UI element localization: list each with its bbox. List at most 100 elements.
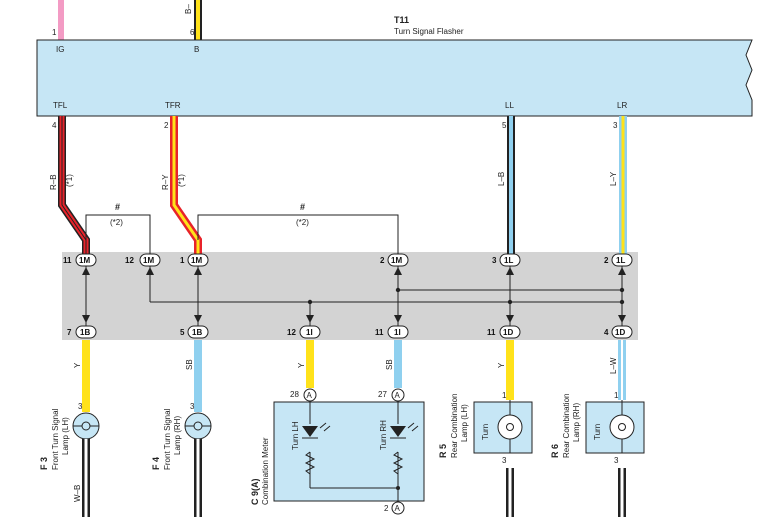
- svg-text:2: 2: [384, 504, 389, 513]
- svg-text:1: 1: [502, 391, 507, 400]
- flasher-pin-tfr: TFR: [165, 101, 181, 110]
- wire-y-1: [82, 340, 90, 412]
- conn-top-5: 3 1L: [492, 253, 521, 267]
- svg-text:3: 3: [502, 456, 507, 465]
- flasher-pin-1-num: 1: [52, 28, 57, 37]
- svg-text:2: 2: [604, 256, 609, 265]
- svg-text:1D: 1D: [503, 328, 513, 337]
- flasher-body: [36, 39, 753, 117]
- svg-text:1M: 1M: [191, 256, 202, 265]
- svg-text:3: 3: [78, 402, 83, 411]
- junction-nodes: [307, 287, 625, 305]
- wire-label-sb-2: SB: [385, 359, 394, 370]
- svg-text:1L: 1L: [504, 256, 513, 265]
- lamp-r5-line1: Rear Combination: [450, 394, 459, 458]
- svg-text:12: 12: [287, 328, 296, 337]
- flasher-pin-2-num: 2: [164, 121, 169, 130]
- ly-wire: [619, 116, 627, 256]
- jumper-right: [197, 214, 399, 256]
- conn-bottom-4: 11 1I: [375, 325, 409, 339]
- svg-text:3: 3: [492, 256, 497, 265]
- tfl-wire-label: R–B: [49, 174, 58, 190]
- svg-text:3: 3: [190, 402, 195, 411]
- svg-text:28: 28: [290, 390, 299, 399]
- tfr-wire-note: (*1): [177, 174, 186, 187]
- jumper-left-mark: #: [115, 202, 120, 212]
- tfl-wire-note: (*1): [65, 174, 74, 187]
- wire-sb-2: [394, 340, 402, 388]
- conn-top-4: 2 1M: [380, 253, 409, 267]
- conn-top-1: 11 1M: [63, 253, 97, 267]
- conn-bottom-2: 5 1B: [180, 325, 209, 339]
- combination-meter: 28 A 27 A 2 A: [273, 388, 425, 515]
- lamp-r6-label: Turn: [593, 424, 602, 440]
- svg-text:7: 7: [67, 328, 72, 337]
- svg-text:11: 11: [375, 328, 384, 337]
- svg-text:A: A: [395, 391, 401, 400]
- flasher-pin-ig: IG: [56, 45, 64, 54]
- rb-wire: [58, 116, 90, 256]
- svg-text:1: 1: [614, 391, 619, 400]
- flasher-pin-lr: LR: [617, 101, 627, 110]
- meter-label-lh: Turn LH: [291, 421, 300, 450]
- meter-label-rh: Turn RH: [379, 420, 388, 450]
- lb-wire: [507, 116, 515, 256]
- junction-bottom-connectors: 7 1B 5 1B 12 1I 11 1I 11 1D 4 1D: [67, 325, 633, 339]
- lamp-f3-id: F 3: [39, 457, 49, 470]
- svg-text:1L: 1L: [616, 256, 625, 265]
- lamp-f4-line2: Lamp (RH): [173, 416, 182, 455]
- wire-label-y-1: Y: [73, 362, 82, 368]
- svg-text:1M: 1M: [391, 256, 402, 265]
- svg-text:12: 12: [125, 256, 134, 265]
- lamp-r5-line2: Lamp (LH): [460, 404, 469, 442]
- meter-name: Combination Meter: [261, 437, 270, 505]
- wire-label-y-3: Y: [497, 362, 506, 368]
- junction-arrows: [82, 267, 626, 323]
- svg-text:2: 2: [380, 256, 385, 265]
- svg-text:3: 3: [614, 456, 619, 465]
- conn-bottom-1: 7 1B: [67, 325, 97, 339]
- lamp-r6-line1: Rear Combination: [562, 394, 571, 458]
- conn-bottom-6: 4 1D: [604, 325, 633, 339]
- lamp-f4-line1: Front Turn Signal: [163, 408, 172, 470]
- lamp-f3-line2: Lamp (LH): [61, 417, 70, 455]
- flasher-pin-5-num: 5: [502, 121, 507, 130]
- junction-band: [62, 252, 638, 340]
- svg-text:1: 1: [180, 256, 185, 265]
- wire-label-y-2: Y: [297, 362, 306, 368]
- junction-top-connectors: 11 1M 12 1M 1 1M 2 1M 3 1L 2 1L: [63, 253, 633, 267]
- jumper-left: [85, 214, 151, 256]
- svg-text:11: 11: [487, 328, 496, 337]
- lamp-f4: 3: [184, 402, 212, 517]
- lamp-f3-ground: W–B: [73, 485, 82, 502]
- wire-y-2: [306, 340, 314, 388]
- conn-bottom-3: 12 1I: [287, 325, 321, 339]
- jumper-right-note: (*2): [296, 218, 309, 227]
- flasher-id: T11: [394, 15, 409, 25]
- meter-id: C 9(A): [250, 478, 260, 505]
- svg-text:A: A: [307, 391, 313, 400]
- lamp-r6: 1 3: [585, 391, 645, 517]
- conn-top-6: 2 1L: [604, 253, 633, 267]
- svg-text:1D: 1D: [615, 328, 625, 337]
- svg-text:11: 11: [63, 256, 72, 265]
- tfr-wire-label: R–Y: [161, 174, 170, 190]
- flasher-pin-3-num: 3: [613, 121, 618, 130]
- ig-wire: [58, 0, 64, 40]
- svg-text:A: A: [395, 504, 401, 513]
- wire-sb-1: [194, 340, 202, 412]
- svg-text:1I: 1I: [306, 328, 313, 337]
- flasher-pin-4-num: 4: [52, 121, 57, 130]
- svg-text:1I: 1I: [394, 328, 401, 337]
- lamp-f3-line1: Front Turn Signal: [51, 408, 60, 470]
- ll-wire-label: L–B: [497, 172, 506, 186]
- svg-text:1B: 1B: [80, 328, 90, 337]
- flasher-pin-tfl: TFL: [53, 101, 68, 110]
- flasher-pin-b: B: [194, 45, 199, 54]
- b-wire: [194, 0, 202, 40]
- flasher-pin-ll: LL: [505, 101, 514, 110]
- flasher-name: Turn Signal Flasher: [394, 27, 464, 36]
- svg-text:1B: 1B: [192, 328, 202, 337]
- lamp-r5-label: Turn: [481, 424, 490, 440]
